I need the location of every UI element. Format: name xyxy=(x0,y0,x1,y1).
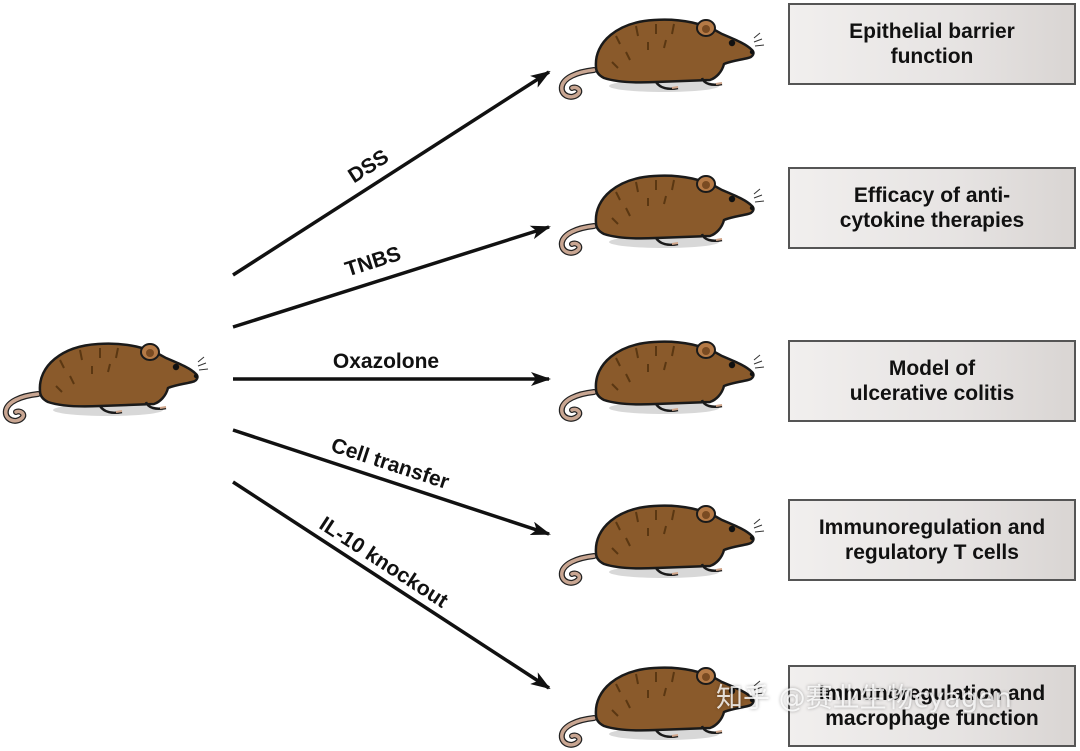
outcome-line: Model of xyxy=(888,357,976,380)
source-rat-image xyxy=(6,344,208,421)
outcome-line: ulcerative colitis xyxy=(849,382,1015,405)
treatment-label-il10-knockout: IL-10 knockout xyxy=(315,512,452,612)
treatment-label-oxazolone: Oxazolone xyxy=(333,350,439,373)
treatment-label-cell-transfer: Cell transfer xyxy=(328,434,452,494)
outcome-line: Efficacy of anti- xyxy=(853,184,1011,207)
outcome-line: cytokine therapies xyxy=(839,209,1025,232)
arrow-dss xyxy=(232,70,551,277)
rat-image xyxy=(562,176,764,253)
rat-image xyxy=(562,20,764,97)
arrow-il10-knockout xyxy=(232,480,551,690)
arrow-tnbs xyxy=(232,225,551,329)
outcome-line: function xyxy=(890,45,974,68)
outcome-line: Immunoregulation and xyxy=(818,516,1046,539)
watermark-text: 知乎 @赛业生物cyagen xyxy=(716,683,1012,714)
outcome-box-anti-cytokine: Efficacy of anti-cytokine therapies xyxy=(788,167,1076,249)
arrow-cell-transfer xyxy=(232,428,551,536)
rat-image xyxy=(562,342,764,419)
outcome-line: regulatory T cells xyxy=(845,541,1019,564)
outcome-line: Epithelial barrier xyxy=(849,20,1015,43)
treatment-label-dss: DSS xyxy=(344,145,393,188)
outcome-line: macrophage function xyxy=(825,707,1039,730)
outcome-line: Immunoregulation and xyxy=(818,682,1046,705)
rat-image xyxy=(562,506,764,583)
